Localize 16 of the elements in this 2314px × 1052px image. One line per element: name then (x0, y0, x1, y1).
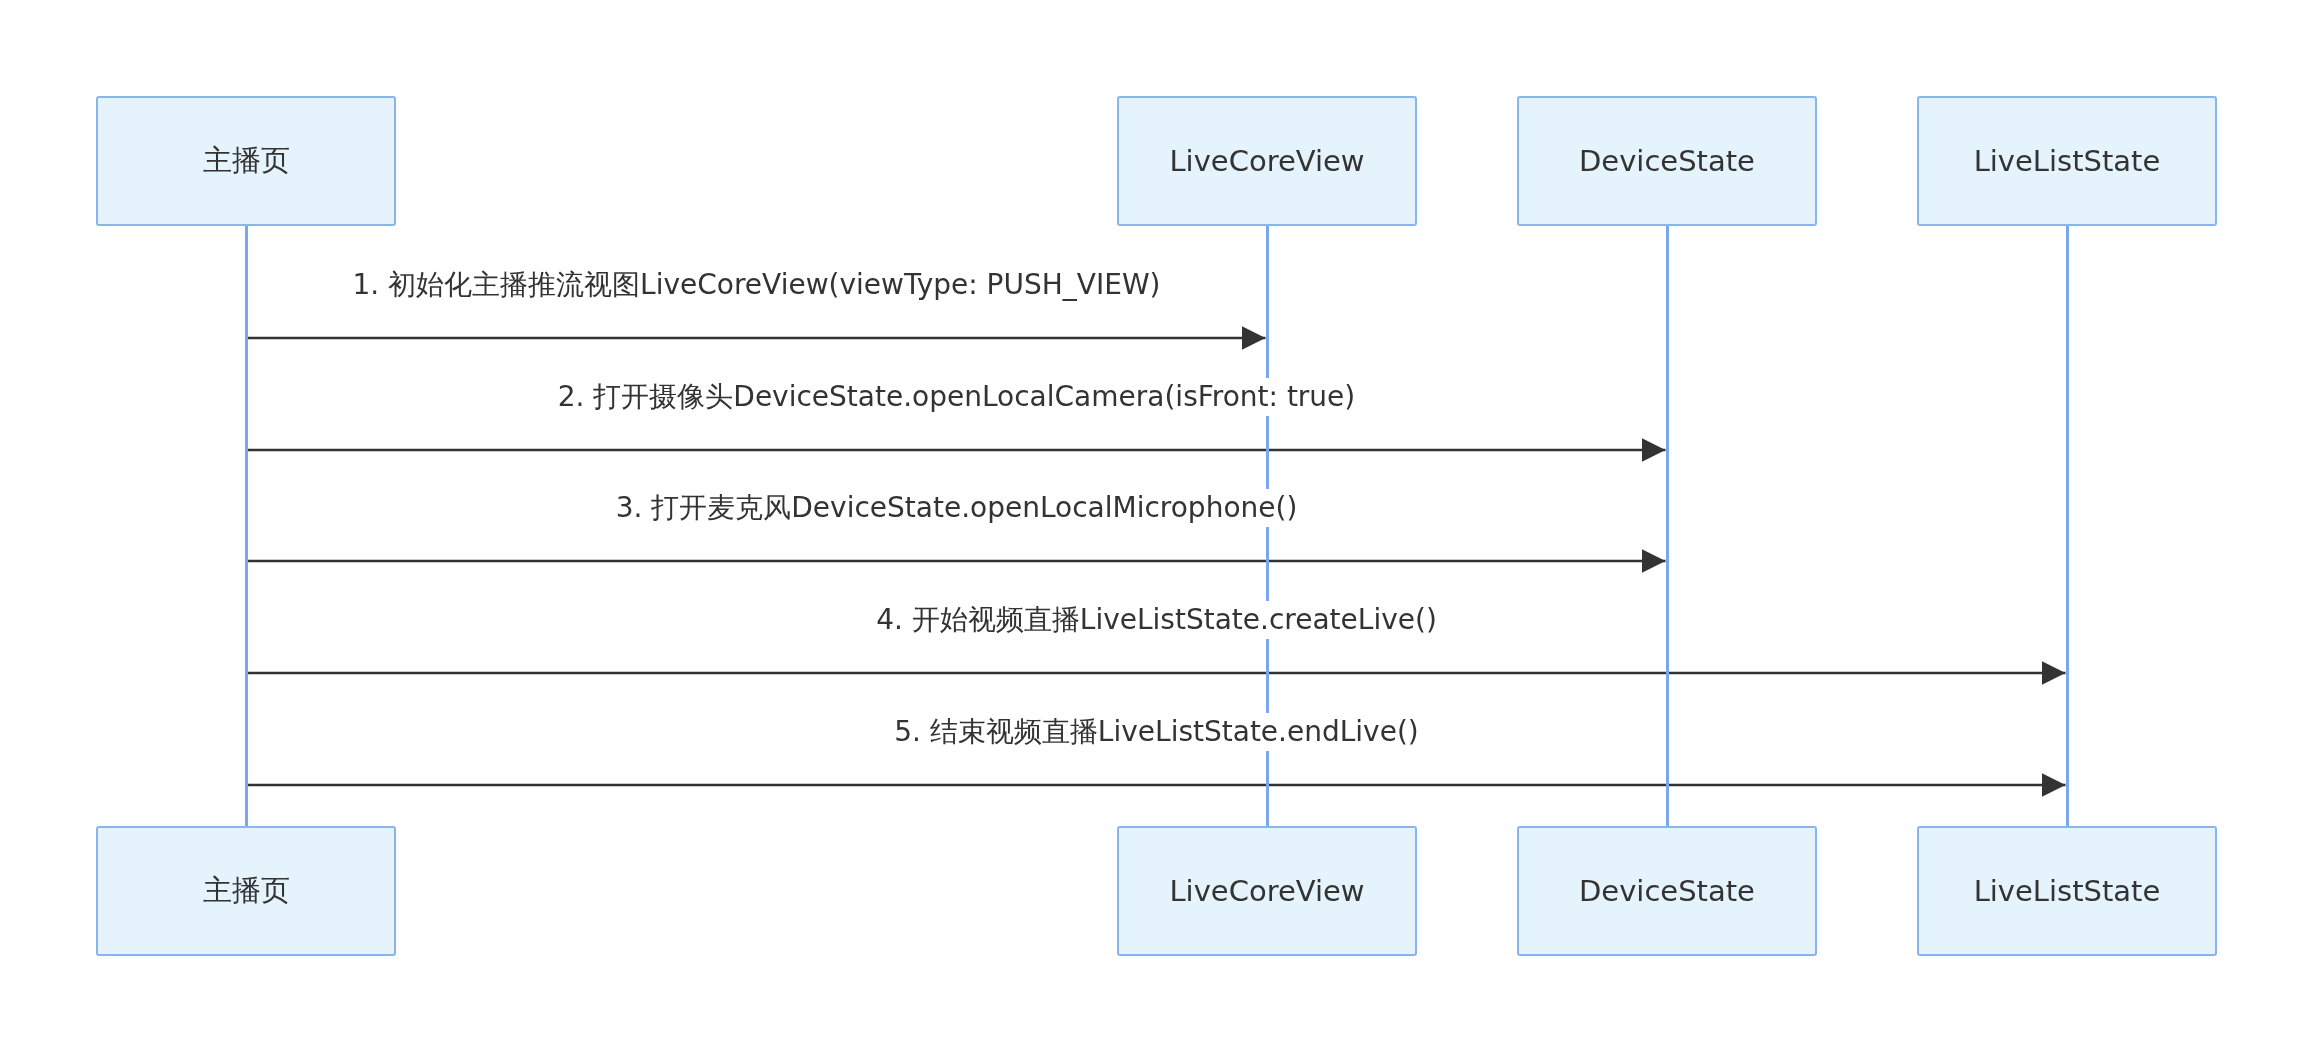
participant-box: LiveCoreView (1117, 826, 1417, 956)
message-arrow (247, 773, 2066, 797)
message-arrow (247, 326, 1266, 350)
participant-box: DeviceState (1517, 826, 1817, 956)
message-arrow (247, 438, 1666, 462)
participant-box: DeviceState (1517, 96, 1817, 226)
lifeline (1665, 226, 1669, 826)
participant-box: LiveListState (1917, 96, 2217, 226)
lifeline (2065, 226, 2069, 826)
participant-box: LiveListState (1917, 826, 2217, 956)
participant-box: LiveCoreView (1117, 96, 1417, 226)
message-arrow (247, 661, 2066, 685)
participant-box: 主播页 (96, 96, 396, 226)
lifeline (244, 226, 248, 826)
participant-box: 主播页 (96, 826, 396, 956)
message-arrow (247, 549, 1666, 573)
